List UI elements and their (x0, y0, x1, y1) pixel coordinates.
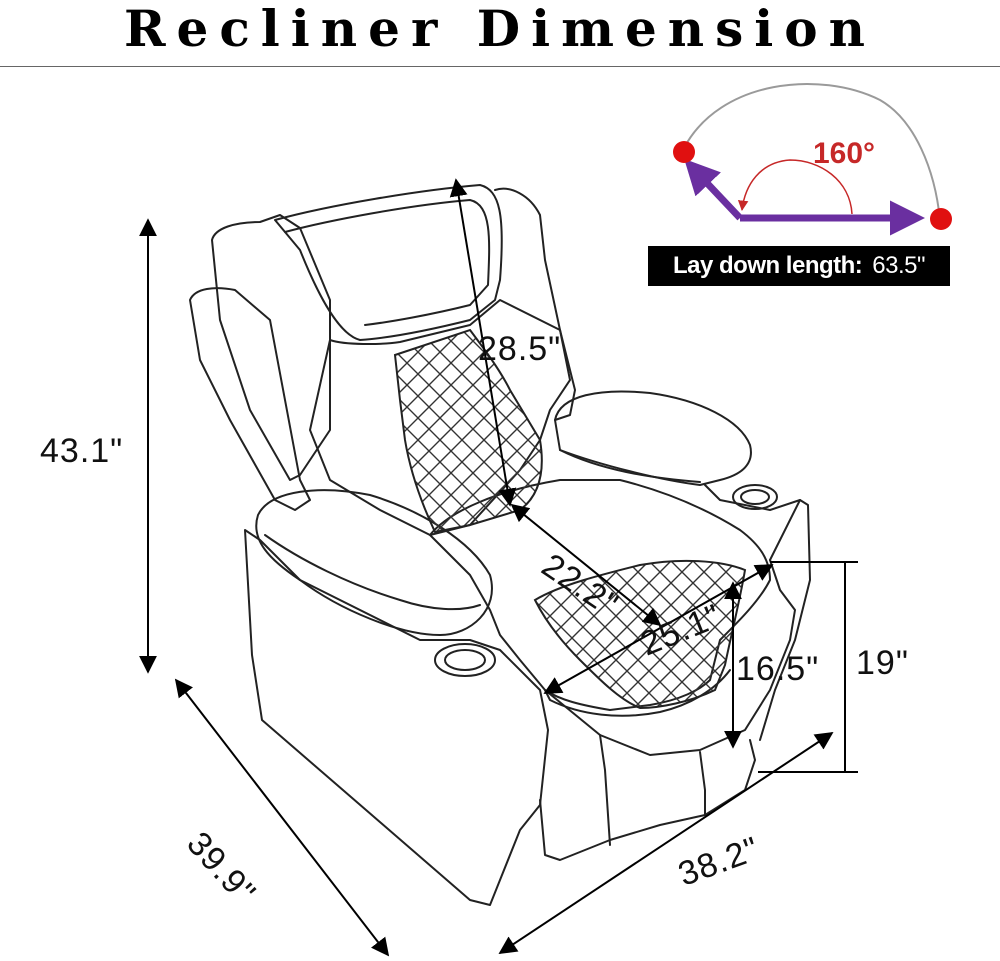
title-divider (0, 66, 1000, 67)
footrest-dot (930, 208, 952, 230)
backrest-dot (673, 141, 695, 163)
back-frame (211, 214, 331, 481)
headrest (274, 184, 503, 341)
dimension-lines (139, 178, 858, 957)
lay-down-value: 63.5" (872, 252, 926, 279)
recline-angle-label: 160° (813, 137, 876, 170)
left-cup-holder (434, 643, 496, 677)
chair-base (244, 529, 549, 906)
overall-depth-arrow (174, 678, 390, 957)
angle-arc (737, 159, 853, 215)
recline-arc (683, 83, 941, 221)
chair-right-side (759, 499, 811, 741)
page-title: Recliner Dimension (124, 0, 876, 58)
backrest-vector (684, 158, 743, 221)
right-armrest (554, 390, 752, 486)
arm-height-label: 19" (856, 644, 909, 682)
left-wing (189, 287, 311, 511)
lay-down-length-box: Lay down length: 63.5" (648, 246, 950, 286)
recliner-outline (189, 184, 811, 906)
recline-angle-diagram (673, 83, 952, 236)
overall-height-label: 43.1" (40, 432, 124, 470)
back-height-arrow (449, 178, 517, 507)
lay-down-label: Lay down length: (672, 252, 863, 279)
overall-width-arrow (498, 732, 834, 954)
right-cup-holder (732, 484, 778, 510)
back-height-label: 28.5" (478, 330, 562, 368)
seat-height-label: 16.5" (736, 650, 820, 688)
